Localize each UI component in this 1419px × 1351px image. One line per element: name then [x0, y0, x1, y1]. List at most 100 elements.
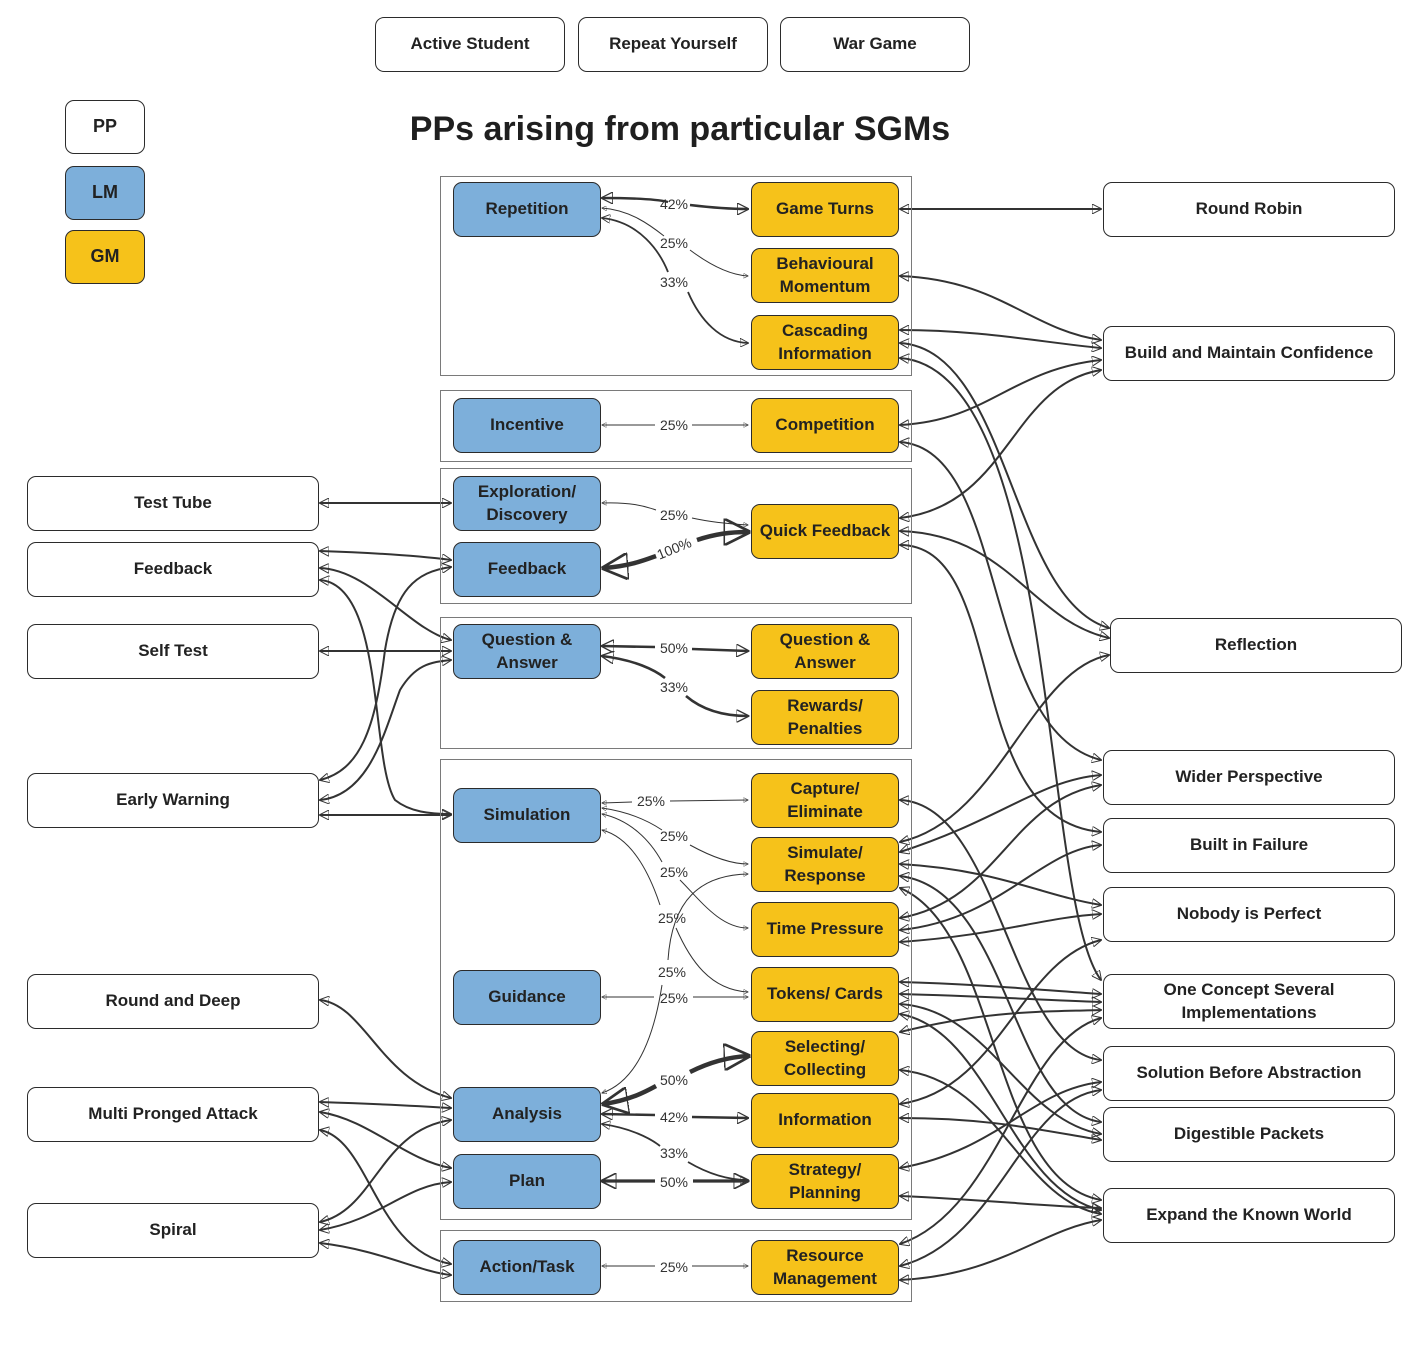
edge-sc-ocs	[900, 1010, 1101, 1032]
lm-guidance[interactable]: Guidance	[453, 970, 601, 1025]
pp-round-and-deep[interactable]: Round and Deep	[27, 974, 319, 1029]
edge-mpa-analysis	[320, 1102, 451, 1108]
edge-roundanddeep-analysis	[320, 1000, 451, 1098]
left-pp-links	[320, 503, 451, 1275]
gm-rewards-penalties[interactable]: Rewards/ Penalties	[751, 690, 899, 745]
diagram-title: PPs arising from particular SGMs	[409, 110, 951, 148]
gm-quick-feedback[interactable]: Quick Feedback	[751, 504, 899, 559]
tab-repeat-yourself[interactable]: Repeat Yourself	[578, 17, 768, 72]
gm-information[interactable]: Information	[751, 1093, 899, 1148]
legend-pp: PP	[65, 100, 145, 154]
edge-mpa-action	[320, 1130, 451, 1264]
pct-sim-tp: 25%	[660, 864, 688, 880]
link-sim-ce	[602, 800, 748, 803]
edge-earlywarning-qa	[320, 660, 451, 800]
lm-gm-links	[602, 198, 748, 1266]
lm-simulation[interactable]: Simulation	[453, 788, 601, 843]
pct-sim-ce: 25%	[637, 793, 665, 809]
link-fb-qf	[604, 532, 748, 568]
edge-comp-confidence	[900, 360, 1101, 425]
edge-sr-reflection	[900, 655, 1109, 842]
edge-sc-ekw	[900, 1070, 1101, 1214]
gm-strategy-planning[interactable]: Strategy/ Planning	[751, 1154, 899, 1209]
edge-qf-confidence	[900, 370, 1101, 518]
pct-ana-sc: 50%	[660, 1072, 688, 1088]
pct-ana-sp: 33%	[660, 1145, 688, 1161]
gm-competition[interactable]: Competition	[751, 398, 899, 453]
pct-act-rm: 25%	[660, 1259, 688, 1275]
pct-plan-sp: 50%	[660, 1174, 688, 1190]
edge-ci-reflection	[900, 343, 1109, 628]
lm-plan[interactable]: Plan	[453, 1154, 601, 1209]
pp-round-robin[interactable]: Round Robin	[1103, 182, 1395, 237]
right-pp-links	[900, 209, 1109, 1280]
pct-exp-qf: 25%	[660, 507, 688, 523]
edge-feedback-feedback-a	[320, 551, 451, 560]
pp-self-test[interactable]: Self Test	[27, 624, 319, 679]
link-rep-ci	[602, 218, 748, 343]
lm-action-task[interactable]: Action/Task	[453, 1240, 601, 1295]
pct-ana-sr: 25%	[658, 964, 686, 980]
edge-sr-dp	[900, 876, 1101, 1122]
gm-cascading-information[interactable]: Cascading Information	[751, 315, 899, 370]
pct-rep-gt: 42%	[660, 196, 688, 212]
edge-spiral-plan	[320, 1182, 451, 1230]
group-repetition	[440, 176, 912, 376]
edge-feedback-sim	[320, 580, 451, 814]
edge-sr-wider	[900, 775, 1101, 852]
edge-tc-dp	[900, 1004, 1101, 1134]
pp-test-tube[interactable]: Test Tube	[27, 476, 319, 531]
pp-reflection[interactable]: Reflection	[1110, 618, 1402, 673]
edge-rm-sba	[900, 1090, 1101, 1266]
gm-time-pressure[interactable]: Time Pressure	[751, 902, 899, 957]
pct-ana-info: 42%	[660, 1109, 688, 1125]
link-qa-rp	[602, 656, 748, 716]
gm-game-turns[interactable]: Game Turns	[751, 182, 899, 237]
group-incentive	[440, 390, 912, 462]
legend-lm: LM	[65, 166, 145, 220]
gm-selecting-collecting[interactable]: Selecting/ Collecting	[751, 1031, 899, 1086]
tab-war-game[interactable]: War Game	[780, 17, 970, 72]
pp-feedback[interactable]: Feedback	[27, 542, 319, 597]
lm-question-answer[interactable]: Question & Answer	[453, 624, 601, 679]
edge-spiral-action	[320, 1243, 451, 1275]
gm-tokens-cards[interactable]: Tokens/ Cards	[751, 967, 899, 1022]
pct-qa-qa2: 50%	[660, 640, 688, 656]
edge-rm-ekw	[900, 1220, 1101, 1280]
lm-analysis[interactable]: Analysis	[453, 1087, 601, 1142]
pct-rep-ci: 33%	[660, 274, 688, 290]
gm-capture-eliminate[interactable]: Capture/ Eliminate	[751, 773, 899, 828]
pp-one-concept-several-implementations[interactable]: One Concept Several Implementations	[1103, 974, 1395, 1029]
pct-sim-sr: 25%	[660, 828, 688, 844]
lm-repetition[interactable]: Repetition	[453, 182, 601, 237]
pp-solution-before-abstraction[interactable]: Solution Before Abstraction	[1103, 1046, 1395, 1101]
gm-resource-management[interactable]: Resource Management	[751, 1240, 899, 1295]
pp-spiral[interactable]: Spiral	[27, 1203, 319, 1258]
gm-simulate-response[interactable]: Simulate/ Response	[751, 837, 899, 892]
pp-nobody-is-perfect[interactable]: Nobody is Perfect	[1103, 887, 1395, 942]
edge-qf-builtinfailure	[900, 545, 1101, 832]
pp-digestible-packets[interactable]: Digestible Packets	[1103, 1107, 1395, 1162]
lm-feedback[interactable]: Feedback	[453, 542, 601, 597]
gm-question-answer[interactable]: Question & Answer	[751, 624, 899, 679]
edge-sr-ekw	[900, 888, 1101, 1200]
pp-build-maintain-confidence[interactable]: Build and Maintain Confidence	[1103, 326, 1395, 381]
group-simulation	[440, 759, 912, 1220]
pp-wider-perspective[interactable]: Wider Perspective	[1103, 750, 1395, 805]
pp-expand-the-known-world[interactable]: Expand the Known World	[1103, 1188, 1395, 1243]
pct-inc-comp: 25%	[660, 417, 688, 433]
group-feedback	[440, 468, 912, 604]
pct-qa-rp: 33%	[660, 679, 688, 695]
edge-tc-ocs-b	[900, 994, 1101, 1002]
group-action	[440, 1230, 912, 1302]
pp-built-in-failure[interactable]: Built in Failure	[1103, 818, 1395, 873]
pp-early-warning[interactable]: Early Warning	[27, 773, 319, 828]
pct-rep-bm: 25%	[660, 235, 688, 251]
pp-multi-pronged-attack[interactable]: Multi Pronged Attack	[27, 1087, 319, 1142]
lm-incentive[interactable]: Incentive	[453, 398, 601, 453]
lm-exploration-discovery[interactable]: Exploration/ Discovery	[453, 476, 601, 531]
tab-active-student[interactable]: Active Student	[375, 17, 565, 72]
gm-behavioural-momentum[interactable]: Behavioural Momentum	[751, 248, 899, 303]
